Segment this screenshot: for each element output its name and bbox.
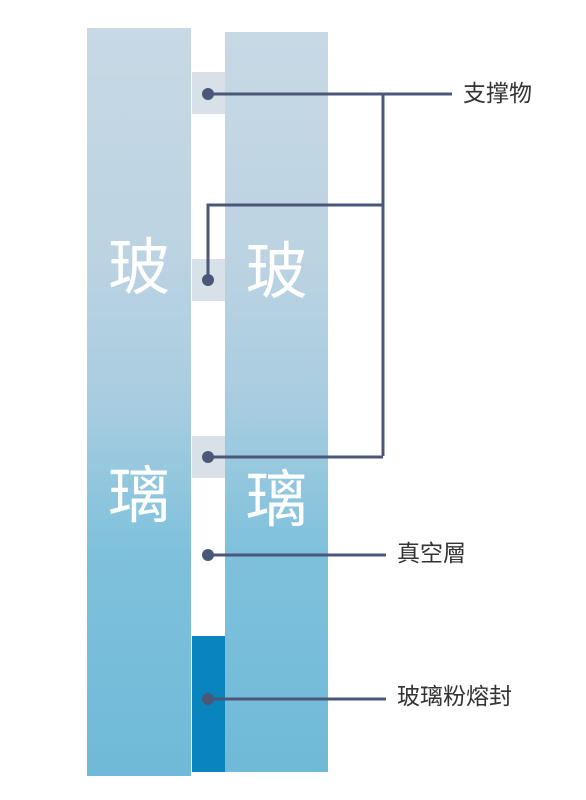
label-support: 支撑物	[463, 81, 532, 107]
label-glass-frit-seal: 玻璃粉熔封	[397, 684, 512, 710]
glass-pane-right-char-top: 玻	[245, 235, 308, 308]
glass-pane-right-char-bottom: 璃	[245, 463, 308, 536]
glass-pane-left: 玻 璃	[87, 28, 191, 776]
glass-pane-left-char-bottom: 璃	[107, 459, 170, 532]
leader-line-support-middle	[206, 203, 383, 280]
pointer-dot-frit	[202, 693, 214, 705]
pointer-dot-support-middle	[202, 274, 214, 286]
pointer-dot-support-top	[202, 88, 214, 100]
pointer-dot-vacuum	[202, 549, 214, 561]
pointer-dot-support-bottom	[202, 451, 214, 463]
label-vacuum-layer: 真空層	[397, 541, 466, 567]
glass-pane-right: 玻 璃	[225, 32, 328, 772]
glass-pane-left-char-top: 玻	[107, 231, 170, 304]
